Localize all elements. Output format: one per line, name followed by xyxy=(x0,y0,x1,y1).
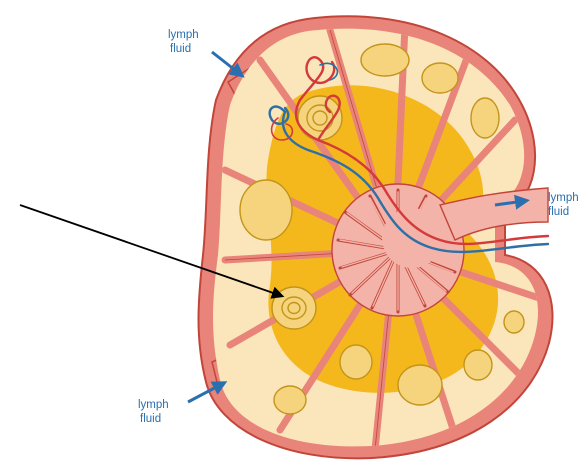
follicle xyxy=(340,345,372,379)
follicle xyxy=(298,96,342,140)
label-lymph-fluid-top: lymph fluid xyxy=(168,29,202,55)
follicle xyxy=(422,63,458,93)
follicle xyxy=(471,98,499,138)
label-lymph-fluid-bottom: lymph fluid xyxy=(138,399,172,425)
follicle xyxy=(398,365,442,405)
follicle xyxy=(272,287,316,329)
follicle xyxy=(274,386,306,414)
label-lymph-fluid-right: lymph fluid xyxy=(548,192,582,218)
follicle xyxy=(240,180,292,240)
follicle xyxy=(361,44,409,76)
follicle xyxy=(464,350,492,380)
follicle xyxy=(504,311,524,333)
